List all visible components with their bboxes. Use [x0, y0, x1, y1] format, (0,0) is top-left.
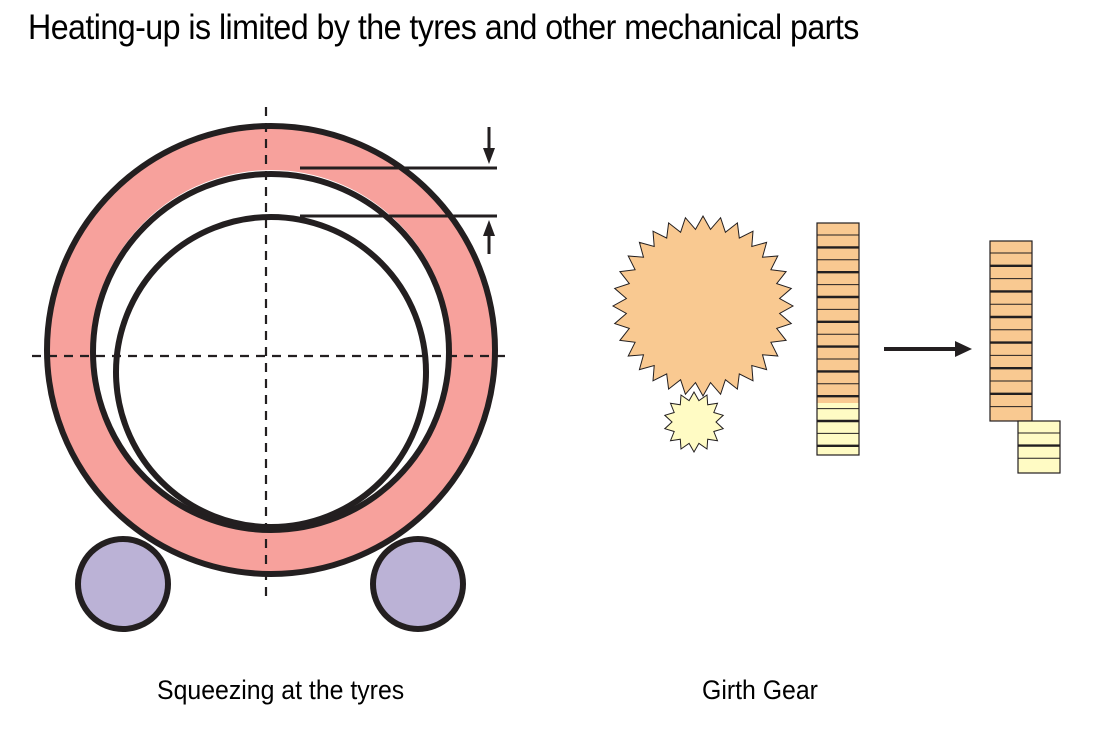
- pinion-gear-wheel: [663, 390, 725, 454]
- up-arrow-icon: [483, 220, 495, 254]
- girth-gear-caption: Girth Gear: [702, 675, 818, 705]
- gear-rack-meshed: [816, 222, 860, 456]
- kiln-shell: [113, 214, 429, 530]
- page-title: Heating-up is limited by the tyres and o…: [28, 8, 859, 47]
- tyre-ring: [47, 126, 495, 574]
- right-arrow-icon: [884, 341, 972, 357]
- gear-rack-offset: [989, 240, 1061, 474]
- pinion-teeth-rack: [817, 403, 859, 455]
- tyre-diagram: [32, 107, 510, 632]
- girth-gear-teeth-rack-shifted: [990, 241, 1032, 421]
- right-support-roller: [370, 536, 466, 632]
- tyre-caption: Squeezing at the tyres: [157, 675, 405, 705]
- girth-gear-wheel: [611, 214, 795, 398]
- pinion-teeth-rack-shifted: [1018, 421, 1060, 473]
- tyre-outer-edge: [44, 123, 498, 577]
- girth-gear-diagram: [611, 214, 1061, 474]
- down-arrow-icon: [483, 127, 495, 164]
- left-support-roller: [75, 536, 171, 632]
- girth-gear-teeth-rack: [817, 223, 859, 403]
- tyre-inner-edge: [90, 171, 452, 533]
